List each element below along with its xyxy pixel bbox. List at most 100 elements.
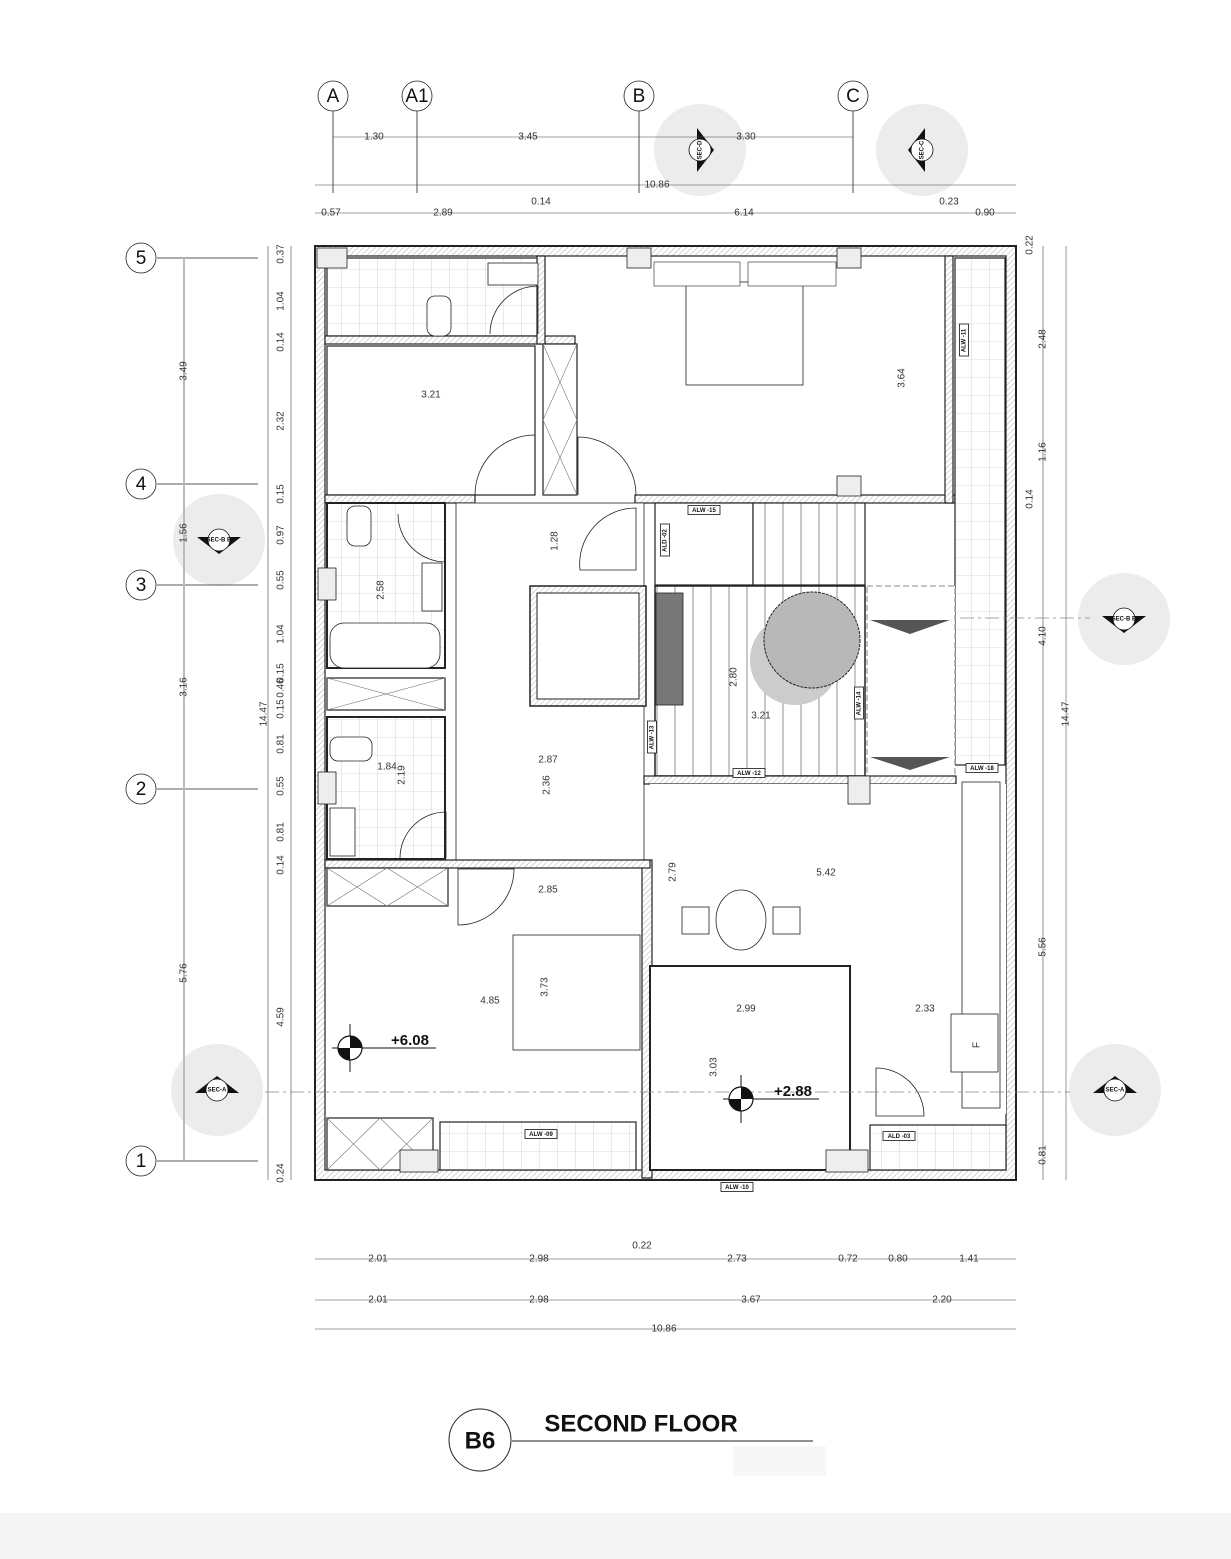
- dim-top-axis: 3.30: [736, 132, 756, 143]
- dim-top-detail: 0.90: [975, 208, 995, 219]
- dim-top-detail: 2.89: [433, 208, 453, 219]
- dim-right-detail: 0.81: [1038, 1145, 1049, 1165]
- dim-left-detail: 0.55: [276, 570, 287, 590]
- section-markers: SEC-D SEC-C SEC-B B SEC-B B SEC-A SEC-A: [171, 104, 1170, 1136]
- dim-left-detail: 0.37: [276, 244, 287, 264]
- toilet: [426, 295, 452, 337]
- grid-label-row: 3: [136, 575, 147, 596]
- dim-left-detail: 0.14: [276, 855, 287, 875]
- opening-tag-box: [882, 1131, 916, 1141]
- grid-bubble-column: [837, 80, 869, 112]
- drawing-title: SECOND FLOOR: [544, 1410, 737, 1437]
- wall-segment: [324, 859, 651, 869]
- building-walls: [265, 245, 1090, 1181]
- stair-arrow: [870, 757, 950, 770]
- dim-left-detail: 0.24: [276, 1163, 287, 1183]
- dim-interior: 2.79: [668, 862, 679, 882]
- opening-tag: ALD -02: [663, 529, 669, 552]
- closet-cross: [326, 677, 446, 711]
- stair-landing: [654, 502, 754, 586]
- level-markers: [332, 1024, 819, 1123]
- dim-top-detail: 0.57: [321, 208, 341, 219]
- dim-left-detail: 0.55: [276, 776, 287, 796]
- level-datum-fill: [729, 1087, 753, 1111]
- column: [836, 247, 862, 269]
- grid-label-row: 2: [136, 779, 147, 800]
- grid-bubble-row: [125, 569, 157, 601]
- dimension-lines: [183, 136, 1067, 1330]
- dim-bottom-detail: 0.72: [838, 1254, 858, 1265]
- section-marker-label[interactable]: SEC-D: [698, 140, 704, 159]
- section-marker-circle: [1112, 607, 1136, 631]
- fridge: [950, 1013, 999, 1073]
- column: [316, 247, 348, 269]
- door-swing: [457, 868, 515, 926]
- opening-tag-box: [687, 505, 721, 515]
- section-marker-label[interactable]: SEC-C: [920, 140, 926, 159]
- dim-left-detail: 0.15: [276, 484, 287, 504]
- dim-bottom-axis: 2.98: [529, 1295, 549, 1306]
- wardrobe: [542, 343, 578, 496]
- dim-interior: 2.58: [376, 580, 387, 600]
- dim-interior: 3.03: [709, 1057, 720, 1077]
- dim-bottom-detail: 0.80: [888, 1254, 908, 1265]
- opening-tag: ALW -11: [962, 328, 968, 352]
- level-marker-label: +6.08: [391, 1032, 429, 1049]
- level-datum-fill: [338, 1036, 362, 1060]
- grid-label-row: 4: [136, 474, 147, 495]
- dim-interior: 5.42: [816, 868, 836, 879]
- opening-tag: ALW -12: [737, 771, 761, 777]
- wall-segment: [643, 775, 957, 785]
- wardrobe-bottom: [326, 867, 449, 907]
- sheet-id: B6: [465, 1427, 496, 1454]
- dim-left-detail: 2.32: [276, 411, 287, 431]
- section-marker-circle: [688, 138, 712, 162]
- dim-left-detail: 1.04: [276, 291, 287, 311]
- bed-master: [685, 281, 804, 386]
- grid-bubble-column: [317, 80, 349, 112]
- toilet: [329, 736, 373, 762]
- opening-tag: ALW -15: [692, 508, 716, 514]
- grid-bubble-row: [125, 242, 157, 274]
- dim-left-detail: 0.81: [276, 734, 287, 754]
- dim-left-axis: 3.49: [179, 361, 190, 381]
- dim-left-detail: 0.97: [276, 525, 287, 545]
- dim-left-detail: 4.59: [276, 1007, 287, 1027]
- level-marker-label: +2.88: [774, 1083, 812, 1100]
- pillow: [747, 261, 837, 287]
- dining-table: [715, 889, 767, 951]
- sink: [487, 262, 539, 286]
- shutter: [655, 592, 684, 706]
- dim-top-axis: 3.45: [518, 132, 538, 143]
- door-swing: [489, 285, 539, 335]
- dim-right-detail: 4.10: [1038, 626, 1049, 646]
- dim-interior: 3.21: [751, 711, 771, 722]
- sink: [329, 807, 356, 857]
- tree: [763, 591, 861, 689]
- section-marker-label[interactable]: SEC-B B: [1112, 617, 1137, 623]
- wall-segment: [634, 494, 956, 504]
- dim-interior: 1.28: [550, 531, 561, 551]
- section-marker-label[interactable]: SEC-B B: [207, 538, 232, 544]
- room-storage: [326, 345, 536, 496]
- dim-bottom-axis: 2.01: [368, 1295, 388, 1306]
- dim-right-detail: 0.22: [1025, 235, 1036, 255]
- column: [626, 247, 652, 269]
- section-marker-label[interactable]: SEC-A: [208, 1088, 227, 1094]
- opening-tag-box: [959, 323, 969, 357]
- sink: [421, 562, 443, 612]
- wall-segment: [944, 255, 954, 504]
- dim-left-detail: 0.15: [276, 699, 287, 719]
- dim-interior: 4.85: [480, 996, 500, 1007]
- column: [847, 775, 871, 805]
- opening-tag: ALW -10: [725, 1185, 749, 1191]
- column: [399, 1149, 439, 1173]
- wall-segment: [324, 494, 476, 504]
- section-marker-label[interactable]: SEC-A: [1106, 1088, 1125, 1094]
- dim-top-overall: 10.86: [644, 180, 669, 191]
- door-swing: [397, 513, 447, 563]
- section-marker-circle: [910, 138, 934, 162]
- dim-right-overall: 14.47: [1061, 701, 1072, 726]
